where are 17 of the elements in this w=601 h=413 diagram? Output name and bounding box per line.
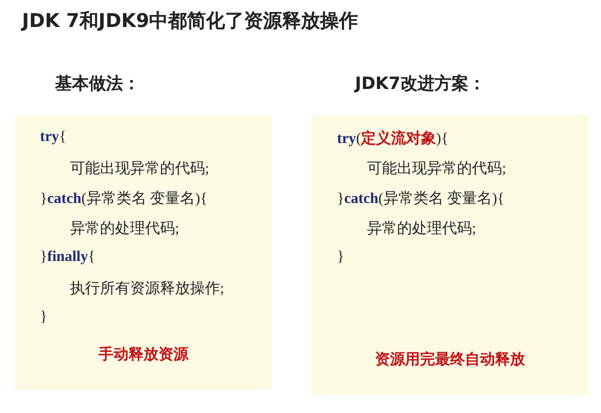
code-line: } bbox=[40, 309, 48, 326]
code-line: } bbox=[337, 249, 344, 266]
note-text: 资源用完最终自动释放 bbox=[374, 350, 526, 369]
title: JDK 7和JDK9中都简化了资源释放操作 bbox=[22, 9, 358, 34]
code-line: 执行所有资源释放操作; bbox=[70, 280, 224, 298]
code-line: 异常的处理代码; bbox=[70, 220, 180, 238]
code-line: try(定义流对象){ bbox=[337, 129, 448, 148]
section-heading: JDK7改进方案： bbox=[355, 73, 486, 95]
code-line: 可能出现异常的代码; bbox=[70, 160, 210, 178]
section-heading: 基本做法： bbox=[55, 73, 140, 95]
note-text: 手动释放资源 bbox=[98, 345, 190, 364]
code-line: 异常的处理代码; bbox=[367, 220, 476, 238]
code-line: }catch(异常类名 变量名){ bbox=[40, 190, 208, 208]
code-line: }finally{ bbox=[40, 249, 96, 266]
code-line: try{ bbox=[40, 129, 66, 146]
code-line: }catch(异常类名 变量名){ bbox=[337, 190, 504, 208]
code-line: 可能出现异常的代码; bbox=[367, 160, 506, 178]
